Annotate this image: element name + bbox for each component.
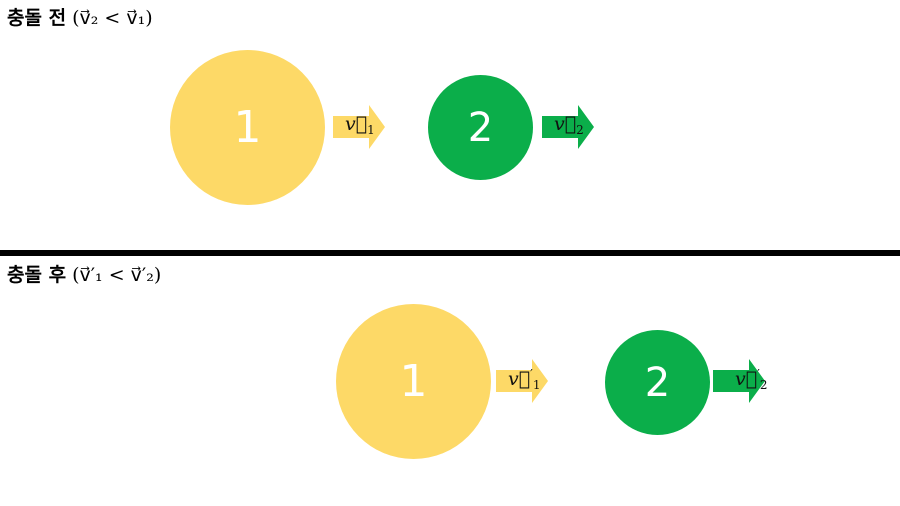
- ball-1-before-label: 1: [233, 102, 262, 153]
- ball-2-before-label: 2: [467, 104, 494, 151]
- after-collision-panel: 충돌 후(v⃗′₁ < v⃗′₂) 1 v⃗′1 2 v⃗′2: [0, 256, 900, 506]
- velocity-arrow-1-before: v⃗1: [333, 105, 385, 149]
- after-collision-heading: 충돌 후(v⃗′₁ < v⃗′₂): [7, 260, 161, 287]
- section-divider: [0, 250, 900, 256]
- velocity-label-2-after: v⃗′2: [735, 367, 768, 392]
- arrow-right-icon: [713, 359, 765, 403]
- ball-1-before: 1: [170, 50, 325, 205]
- ball-2-after-label: 2: [644, 359, 671, 406]
- velocity-arrow-1-after: v⃗′1: [496, 359, 548, 403]
- ball-2-after: 2: [605, 330, 710, 435]
- ball-1-after: 1: [336, 304, 491, 459]
- after-collision-condition: (v⃗′₁ < v⃗′₂): [72, 264, 162, 286]
- velocity-label-1-before: v⃗1: [345, 113, 375, 137]
- ball-1-after-label: 1: [399, 356, 428, 407]
- ball-2-before: 2: [428, 75, 533, 180]
- arrow-right-icon: [333, 105, 385, 149]
- before-collision-condition: (v⃗₂ < v⃗₁): [72, 7, 153, 29]
- after-collision-title: 충돌 후: [7, 264, 67, 286]
- arrow-right-icon: [496, 359, 548, 403]
- before-collision-panel: 충돌 전(v⃗₂ < v⃗₁) 1 v⃗1 2 v⃗2: [0, 0, 900, 250]
- velocity-arrow-2-after: v⃗′2: [713, 359, 768, 403]
- before-collision-heading: 충돌 전(v⃗₂ < v⃗₁): [7, 3, 153, 30]
- velocity-arrow-2-before: v⃗2: [542, 105, 594, 149]
- velocity-label-1-after: v⃗′1: [508, 367, 541, 392]
- arrow-right-icon: [542, 105, 594, 149]
- velocity-label-2-before: v⃗2: [554, 113, 584, 137]
- before-collision-title: 충돌 전: [7, 7, 67, 29]
